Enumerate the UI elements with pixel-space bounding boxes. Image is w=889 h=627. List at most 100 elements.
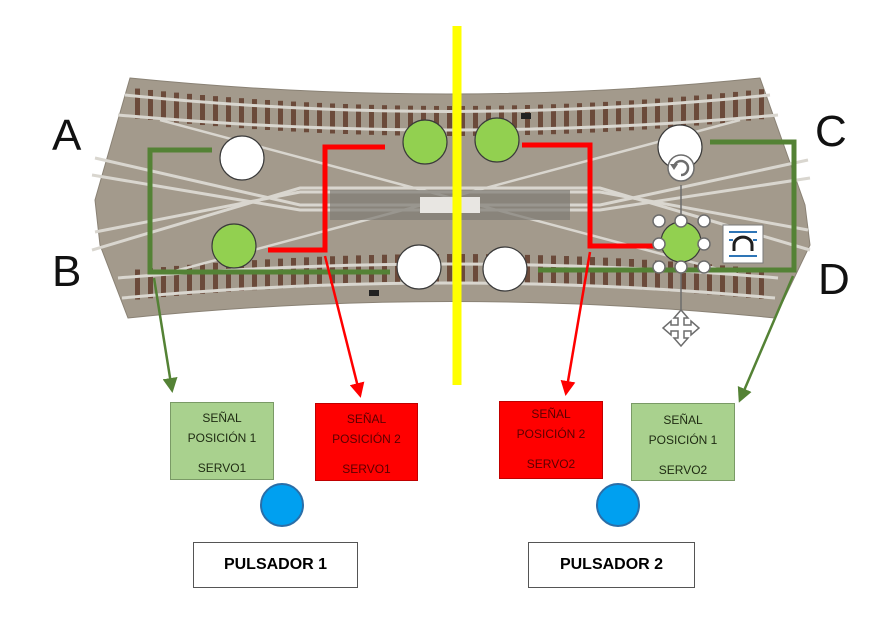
position1-wiring: [147, 139, 797, 275]
sleeper: [746, 267, 751, 298]
sleeper: [252, 99, 257, 130]
sleeper: [265, 99, 270, 130]
sleeper: [746, 90, 751, 121]
servo2-position2-wire: [522, 142, 655, 249]
resize-handle-s[interactable]: [674, 260, 688, 274]
pushbutton-2[interactable]: [596, 483, 640, 527]
led-a-off: [219, 135, 265, 181]
sleeper: [356, 104, 361, 135]
sleeper: [512, 105, 517, 136]
pulsador-2-label: PULSADOR 2: [528, 542, 695, 588]
signal-servo: SERVO2: [658, 462, 708, 477]
resize-handle-se[interactable]: [697, 260, 711, 274]
corner-label-a: A: [52, 111, 82, 160]
sleeper: [161, 267, 166, 298]
sleeper: [629, 259, 634, 290]
track-bolt: [521, 113, 531, 119]
layout-options-icon[interactable]: [722, 224, 764, 264]
sleeper: [681, 96, 686, 127]
sleeper: [135, 269, 140, 300]
sleeper: [668, 97, 673, 128]
sleeper: [733, 266, 738, 297]
servo1-position2-signal-box: SEÑAL POSICIÓN 2 SERVO1: [315, 403, 418, 481]
sleeper: [213, 96, 218, 127]
position2-wiring: [268, 142, 655, 253]
signal-title: SEÑAL: [531, 407, 571, 421]
sleeper: [148, 89, 153, 120]
sleeper: [408, 105, 413, 136]
sleeper: [317, 102, 322, 133]
resize-handle-ne[interactable]: [697, 214, 711, 228]
sleeper: [330, 103, 335, 134]
sleeper: [655, 98, 660, 129]
sleeper: [720, 93, 725, 124]
signal-position: POSICIÓN 1: [648, 432, 718, 447]
selection-handles[interactable]: [652, 185, 711, 318]
pulsador-1-label: PULSADOR 1: [193, 542, 358, 588]
sleeper: [707, 264, 712, 295]
sleeper: [681, 262, 686, 293]
sleeper: [252, 260, 257, 291]
sleeper: [291, 101, 296, 132]
servo2-position1-wire: [538, 139, 797, 273]
sleeper: [733, 91, 738, 122]
sleeper: [694, 263, 699, 294]
sleeper: [135, 88, 140, 119]
pushbutton-1[interactable]: [260, 483, 304, 527]
sleeper: [642, 99, 647, 130]
servo2-position2-signal-box: SEÑAL POSICIÓN 2 SERVO2: [499, 401, 603, 479]
sleeper: [668, 261, 673, 292]
led-d-on-selected[interactable]: [660, 221, 702, 263]
sleeper: [603, 101, 608, 132]
arrow-to-servo2-pos1: [737, 275, 795, 403]
corner-label-d: D: [818, 255, 850, 304]
servo1-position1-wire: [147, 147, 390, 275]
sleeper: [174, 265, 179, 296]
sleeper: [473, 254, 478, 285]
servo2-position1-signal-box: SEÑAL POSICIÓN 1 SERVO2: [631, 403, 735, 481]
signal-position: POSICIÓN 2: [332, 431, 401, 446]
track-bolt: [369, 290, 379, 296]
resize-handle-nw[interactable]: [652, 214, 666, 228]
sleeper: [200, 95, 205, 126]
signal-position: POSICIÓN 2: [516, 426, 586, 441]
sleeper: [239, 260, 244, 291]
signal-title: SEÑAL: [202, 411, 242, 425]
sleeper: [395, 105, 400, 136]
arrow-to-servo1-pos1: [152, 277, 178, 393]
sleeper: [473, 105, 478, 136]
led-center-right-bottom-off: [482, 246, 528, 292]
sleeper: [603, 257, 608, 288]
sleeper: [616, 258, 621, 289]
track-frog-plate: [420, 197, 480, 213]
sleeper: [694, 95, 699, 126]
sleeper: [304, 102, 309, 133]
sleeper: [759, 268, 764, 299]
led-center-left-top-on: [402, 119, 448, 165]
signal-servo: SERVO1: [197, 460, 247, 475]
servo1-position1-signal-box: SEÑAL POSICIÓN 1 SERVO1: [170, 402, 274, 480]
resize-handle-w[interactable]: [652, 237, 666, 251]
sleeper: [174, 92, 179, 123]
sleeper: [187, 264, 192, 295]
rotate-handle-icon[interactable]: [667, 154, 695, 182]
resize-handle-e[interactable]: [697, 237, 711, 251]
sleeper: [434, 105, 439, 136]
signal-servo: SERVO2: [526, 456, 576, 471]
sleeper: [239, 98, 244, 129]
sleeper: [642, 259, 647, 290]
sleeper: [161, 91, 166, 122]
sleeper: [564, 103, 569, 134]
led-center-left-bottom-off: [396, 244, 442, 290]
sleeper: [226, 97, 231, 128]
sleeper: [629, 100, 634, 131]
resize-handle-n[interactable]: [674, 214, 688, 228]
move-handle-icon[interactable]: [661, 308, 701, 348]
sleeper: [200, 263, 205, 294]
resize-handle-sw[interactable]: [652, 260, 666, 274]
arrow-to-servo1-pos2: [323, 255, 365, 398]
led-center-right-top-on: [474, 117, 520, 163]
sleeper: [551, 104, 556, 135]
arrow-to-servo2-pos2: [560, 251, 592, 396]
